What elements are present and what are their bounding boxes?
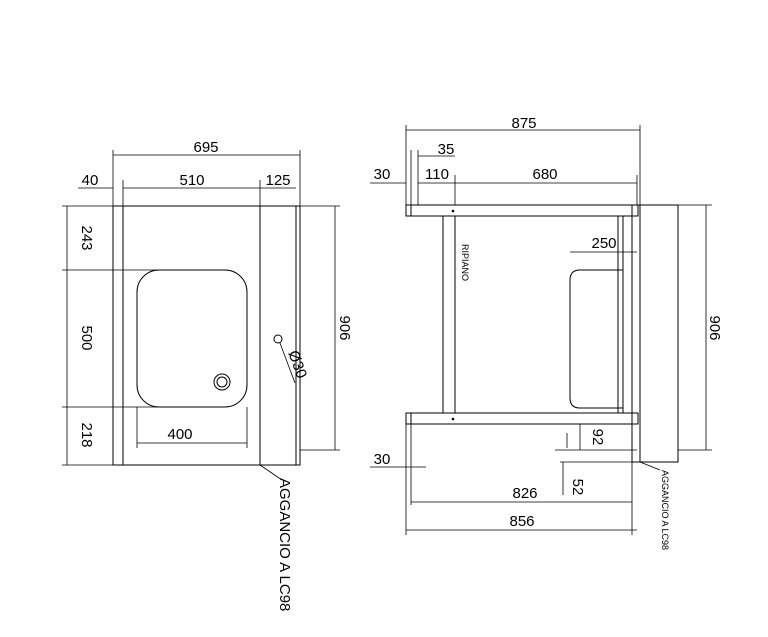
dim-35-label: 35 bbox=[438, 141, 455, 158]
dim-52-label: 52 bbox=[569, 479, 586, 496]
shelf-label: RIPIANO bbox=[460, 244, 470, 281]
dim-92-label: 92 bbox=[589, 429, 606, 446]
side-view: RIPIANO 875 35 30 110 680 250 906 92 bbox=[370, 115, 723, 550]
front-callout-text: AGGANCIO A LC98 bbox=[276, 478, 293, 611]
side-callout-text: AGGANCIO A LC98 bbox=[660, 470, 670, 550]
dim-218-label: 218 bbox=[78, 422, 95, 447]
drain-outer-icon bbox=[213, 373, 231, 391]
dim-243-label: 243 bbox=[78, 225, 95, 250]
dim-906-label: 906 bbox=[336, 315, 353, 340]
back-upright bbox=[631, 204, 641, 463]
bolt-icon bbox=[451, 417, 455, 421]
drain-inner-icon bbox=[216, 376, 228, 388]
dim-500-label: 500 bbox=[78, 325, 95, 350]
hole-leader-line bbox=[279, 342, 296, 384]
upper-bar bbox=[410, 204, 639, 217]
dim-40-label: 40 bbox=[82, 172, 99, 189]
dim-826-label: 826 bbox=[512, 485, 537, 502]
dim-510-label: 510 bbox=[179, 172, 204, 189]
lower-bar bbox=[410, 412, 639, 425]
hole-diameter-label: Ø30 bbox=[284, 348, 310, 380]
dim-30-bottom-label: 30 bbox=[374, 451, 391, 468]
bowl-side-profile bbox=[569, 269, 623, 409]
upper-end-cap bbox=[405, 204, 412, 217]
tap-hole-icon bbox=[273, 334, 283, 344]
dim-400-label: 400 bbox=[167, 426, 192, 443]
dim-906-side-label: 906 bbox=[706, 315, 723, 340]
dim-695-label: 695 bbox=[193, 139, 218, 156]
dim-110-label: 110 bbox=[425, 166, 449, 183]
front-view: 695 40 510 125 243 500 218 400 906 Ø30 A… bbox=[62, 139, 353, 611]
dim-680-label: 680 bbox=[532, 166, 557, 183]
dim-875-label: 875 bbox=[511, 115, 536, 132]
sink-bowl bbox=[136, 269, 248, 408]
front-panel-outline bbox=[112, 205, 301, 466]
callout-leader-line bbox=[259, 464, 283, 481]
side-callout-leader-line bbox=[639, 461, 661, 471]
dim-30-top-label: 30 bbox=[374, 166, 391, 183]
back-panel bbox=[639, 204, 679, 463]
dim-125-label: 125 bbox=[265, 172, 290, 189]
dim-250-label: 250 bbox=[591, 235, 616, 252]
lower-end-cap bbox=[405, 412, 412, 425]
bolt-icon bbox=[451, 209, 455, 213]
dim-856-label: 856 bbox=[509, 513, 534, 530]
